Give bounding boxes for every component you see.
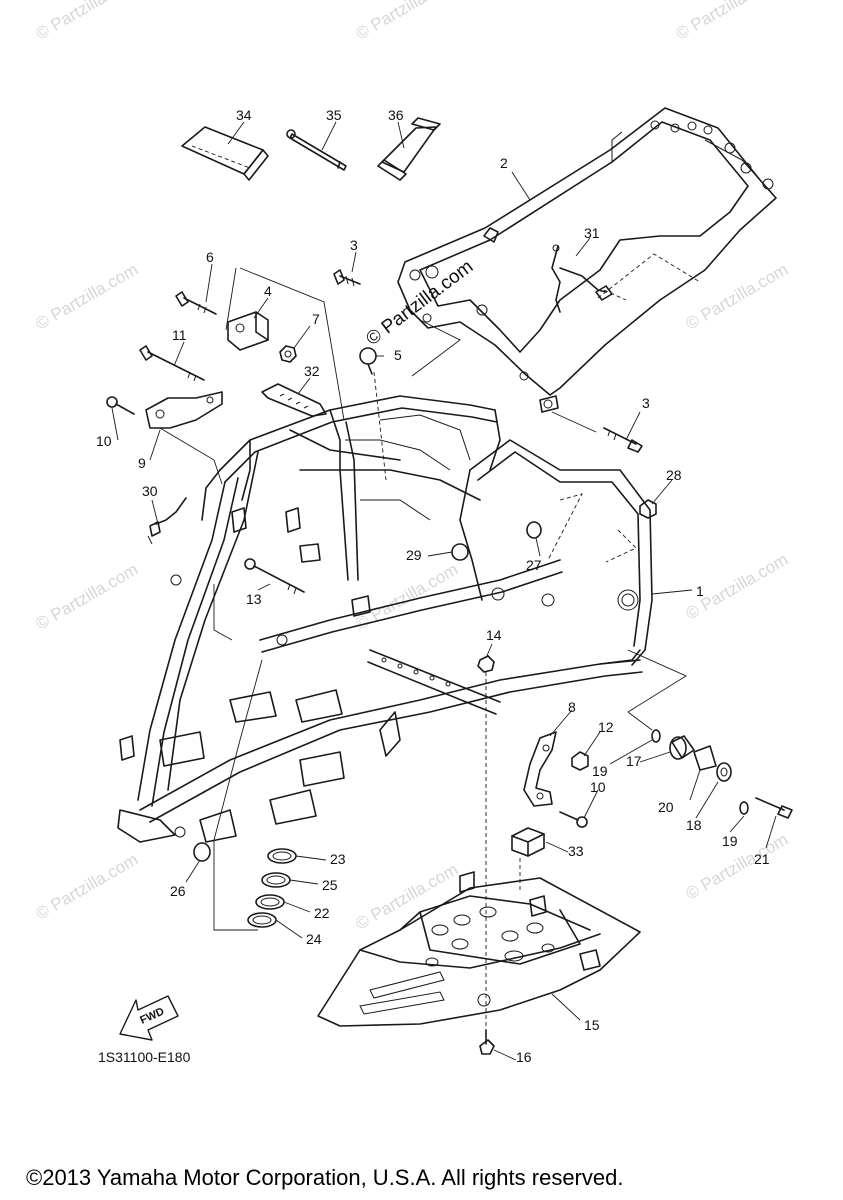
- part-22-ring[interactable]: [255, 894, 285, 910]
- part-16-bolt[interactable]: [479, 1029, 495, 1055]
- part-13-bolt[interactable]: [244, 558, 305, 595]
- part-9-bracket[interactable]: [145, 391, 223, 429]
- part-14-nut[interactable]: [477, 655, 495, 673]
- part-23-ring[interactable]: [267, 848, 297, 864]
- copyright-notice: ©2013 Yamaha Motor Corporation, U.S.A. A…: [26, 1165, 623, 1190]
- callout-18[interactable]: 18: [686, 817, 702, 833]
- watermark: © Partzilla.com: [33, 260, 142, 334]
- callout-34[interactable]: 34: [236, 107, 252, 123]
- part-29-plug[interactable]: [451, 543, 469, 561]
- leader-lines: [111, 121, 777, 1061]
- callout-11[interactable]: 11: [172, 327, 187, 343]
- part-6-bolt[interactable]: [175, 291, 217, 315]
- callout-10-lower[interactable]: 10: [590, 779, 606, 795]
- watermark: © Partzilla.com: [33, 850, 142, 924]
- callout-10-upper[interactable]: 10: [96, 433, 112, 449]
- part-3-bolt-upper[interactable]: [333, 269, 361, 287]
- callout-36[interactable]: 36: [388, 107, 404, 123]
- part-26-collar[interactable]: [193, 842, 211, 862]
- callout-7[interactable]: 7: [312, 311, 320, 327]
- callout-4[interactable]: 4: [264, 283, 272, 299]
- callout-9[interactable]: 9: [138, 455, 146, 471]
- part-10-bolt-lower[interactable]: [559, 811, 588, 828]
- part-33-damper[interactable]: [511, 827, 545, 857]
- part-35-pin[interactable]: [286, 129, 347, 171]
- part-11-bolt[interactable]: [139, 345, 205, 382]
- callout-1[interactable]: 1: [696, 583, 704, 599]
- callout-2[interactable]: 2: [500, 155, 508, 171]
- callout-14[interactable]: 14: [486, 627, 502, 643]
- callout-23[interactable]: 23: [330, 851, 346, 867]
- watermark: © Partzilla.com: [673, 0, 782, 43]
- part-21-bolt[interactable]: [755, 797, 793, 819]
- watermark: © Partzilla.com: [33, 0, 142, 43]
- callout-29[interactable]: 29: [406, 547, 422, 563]
- part-7-nut[interactable]: [279, 345, 297, 363]
- callout-31[interactable]: 31: [584, 225, 600, 241]
- part-17-bushing[interactable]: [669, 735, 695, 760]
- callout-26[interactable]: 26: [170, 883, 186, 899]
- callout-19-right[interactable]: 19: [722, 833, 738, 849]
- part-3-bolt-lower[interactable]: [603, 427, 643, 453]
- part-36-battery-strap[interactable]: [377, 117, 441, 181]
- diagram-code: 1S31100-E180: [98, 1049, 191, 1065]
- watermark: © Partzilla.com: [353, 0, 462, 43]
- callout-8[interactable]: 8: [568, 699, 576, 715]
- part-31-lead[interactable]: [551, 244, 607, 313]
- part-10-bolt-upper[interactable]: [106, 396, 135, 415]
- part-19-washer[interactable]: [651, 729, 661, 743]
- callout-5[interactable]: 5: [394, 347, 402, 363]
- part-18-bushing[interactable]: [716, 762, 732, 782]
- callout-17[interactable]: 17: [626, 753, 642, 769]
- callout-35[interactable]: 35: [326, 107, 342, 123]
- part-5-screw[interactable]: [359, 347, 377, 375]
- callout-32[interactable]: 32: [304, 363, 320, 379]
- callout-13[interactable]: 13: [246, 591, 262, 607]
- part-2-rear-frame[interactable]: [397, 107, 777, 413]
- callout-30[interactable]: 30: [142, 483, 158, 499]
- part-28-nut[interactable]: [639, 499, 657, 519]
- callout-6[interactable]: 6: [206, 249, 214, 265]
- callout-27[interactable]: 27: [526, 557, 542, 573]
- callout-33[interactable]: 33: [568, 843, 584, 859]
- part-1-main-frame[interactable]: [117, 395, 653, 843]
- part-19-washer[interactable]: [739, 801, 749, 815]
- callout-19-left[interactable]: 19: [592, 763, 608, 779]
- callout-25[interactable]: 25: [322, 877, 338, 893]
- callout-12[interactable]: 12: [598, 719, 614, 735]
- part-25-ring[interactable]: [261, 872, 291, 888]
- watermark: © Partzilla.com: [683, 260, 792, 334]
- part-30-lead[interactable]: [149, 497, 187, 537]
- part-34-pad[interactable]: [181, 126, 269, 181]
- callout-3-upper[interactable]: 3: [350, 237, 358, 253]
- callout-16[interactable]: 16: [516, 1049, 532, 1065]
- callout-24[interactable]: 24: [306, 931, 322, 947]
- part-20-collar[interactable]: [693, 745, 717, 771]
- callout-15[interactable]: 15: [584, 1017, 600, 1033]
- part-15-skid-plate[interactable]: [317, 871, 641, 1027]
- callout-21[interactable]: 21: [754, 851, 770, 867]
- part-24-ring[interactable]: [247, 912, 277, 928]
- part-27-cap[interactable]: [526, 521, 542, 539]
- part-8-bracket[interactable]: [523, 731, 557, 807]
- callout-22[interactable]: 22: [314, 905, 330, 921]
- callout-3-lower[interactable]: 3: [642, 395, 650, 411]
- callout-20[interactable]: 20: [658, 799, 674, 815]
- part-4-bracket[interactable]: [227, 311, 269, 351]
- watermark: © Partzilla.com: [353, 860, 462, 934]
- callout-labels: 1 2 3 3 4 5 6 7 8 9 10 10 11 12 13 14 15…: [96, 107, 770, 1065]
- part-32-bracket[interactable]: [261, 383, 327, 417]
- fwd-arrow-icon: FWD: [119, 995, 179, 1041]
- watermark: © Partzilla.com: [33, 560, 142, 634]
- part-12-nut[interactable]: [571, 751, 589, 771]
- callout-28[interactable]: 28: [666, 467, 682, 483]
